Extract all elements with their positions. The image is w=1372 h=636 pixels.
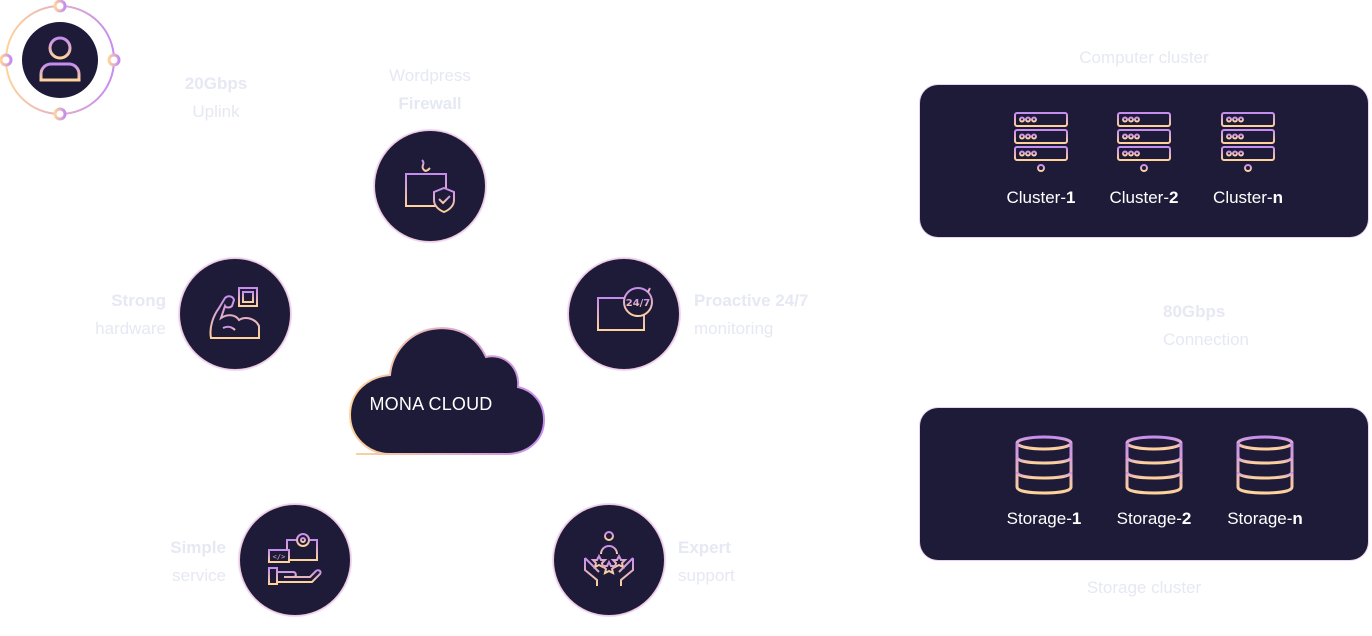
storage-caption: Storage-2 xyxy=(1116,509,1192,528)
cloud-icon xyxy=(348,327,546,455)
monitoring-node: 24/7 xyxy=(569,259,679,369)
service-node: </> xyxy=(240,505,350,615)
storage-caption: Storage-1 xyxy=(1006,509,1082,528)
firewall-node xyxy=(375,131,485,241)
storage-caption: Storage-n xyxy=(1227,509,1303,528)
database-icon xyxy=(1125,435,1183,495)
cluster-item: Cluster-1 xyxy=(991,109,1091,208)
computer-cluster-title: Computer cluster xyxy=(1079,48,1209,67)
mona-cloud xyxy=(316,322,548,462)
cluster-caption: Cluster-1 xyxy=(1006,188,1076,207)
database-icon xyxy=(1015,435,1073,495)
storage-item: Storage-n xyxy=(1215,434,1315,529)
svg-text:24/7: 24/7 xyxy=(626,298,651,309)
user-ring-icon xyxy=(0,0,121,121)
hardware-node xyxy=(180,259,290,369)
code-hand-icon: </> xyxy=(268,533,322,585)
storage-cluster-title: Storage cluster xyxy=(1086,578,1202,597)
server-icon xyxy=(1221,112,1275,172)
cloud-label: MONA CLOUD xyxy=(369,394,493,414)
muscle-chip-icon xyxy=(209,285,260,339)
storage-item: Storage-2 xyxy=(1104,434,1204,529)
support-node xyxy=(554,505,664,615)
cluster-caption: Cluster-n xyxy=(1213,188,1283,207)
expert-support-icon xyxy=(584,531,634,586)
storage-item: Storage-1 xyxy=(994,434,1094,529)
computer-cluster-panel: Cluster-1 Cluster-2 Cluster-n xyxy=(920,85,1368,237)
svg-text:</>: </> xyxy=(273,553,286,561)
cluster-item: Cluster-2 xyxy=(1094,109,1194,208)
monitor-247-icon: 24/7 xyxy=(597,287,653,338)
cluster-item: Cluster-n xyxy=(1198,109,1298,208)
user-avatar xyxy=(0,0,122,122)
storage-cluster-panel: Storage-1 Storage-2 Storage-n xyxy=(920,408,1368,560)
cluster-caption: Cluster-2 xyxy=(1109,188,1179,207)
server-icon xyxy=(1014,112,1068,172)
database-icon xyxy=(1236,435,1294,495)
server-icon xyxy=(1117,112,1171,172)
firewall-icon xyxy=(405,159,455,214)
